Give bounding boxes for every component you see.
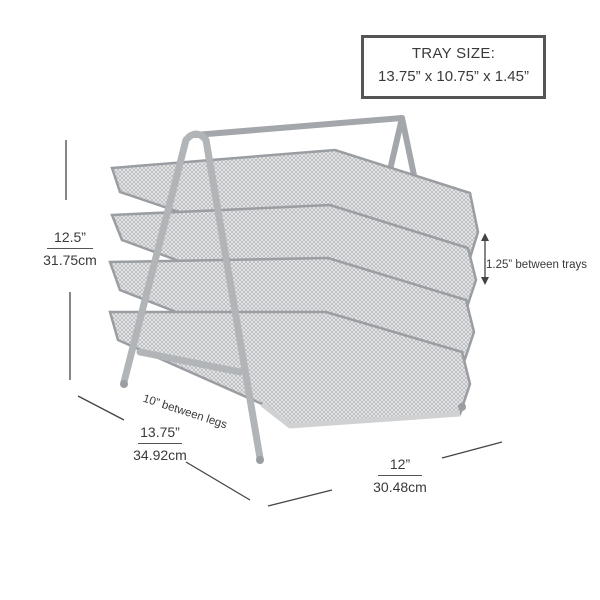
height-inches: 12.5” — [54, 229, 86, 245]
height-divider — [47, 248, 93, 249]
depth-inches: 13.75” — [140, 424, 180, 440]
tray-spacing-arrowheads — [481, 233, 489, 285]
frame-feet — [120, 380, 466, 464]
depth-divider — [138, 443, 182, 444]
front-frame — [120, 130, 264, 462]
depth-dimension-label: 13.75” 34.92cm — [120, 423, 200, 464]
tray-size-dimensions: 13.75” x 10.75” x 1.45” — [378, 68, 529, 85]
width-dimension-label: 12” 30.48cm — [360, 455, 440, 496]
dimension-lines — [65, 140, 503, 507]
tray-spacing-label: 1.25” between trays — [486, 259, 588, 271]
width-inches: 12” — [389, 456, 411, 472]
tray-size-box: TRAY SIZE: 13.75” x 10.75” x 1.45” — [361, 35, 546, 99]
height-dimension-label: 12.5” 31.75cm — [38, 228, 102, 269]
width-cm: 30.48cm — [373, 479, 427, 495]
tray-size-title: TRAY SIZE: — [411, 45, 496, 62]
tray-4 — [108, 310, 472, 429]
depth-cm: 34.92cm — [133, 447, 187, 463]
width-divider — [378, 475, 422, 476]
height-cm: 31.75cm — [43, 252, 97, 268]
